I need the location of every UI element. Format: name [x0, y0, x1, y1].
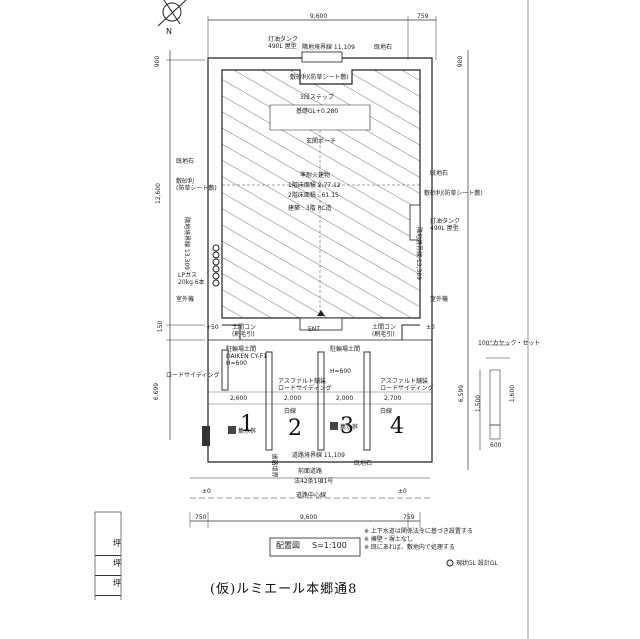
pm-bottom-left: ±0	[202, 488, 211, 495]
left-dimension-top: 900	[154, 55, 162, 68]
note-3: ※ 既にあれば、敷地内で処理する	[364, 544, 455, 551]
curb-left: ロードサイディング	[166, 372, 220, 379]
note-1: ※ 上下水道は関係法令に基づき設置する	[364, 528, 473, 535]
lpg-cylinders	[212, 244, 220, 287]
bottom-dimension-right: 759	[403, 514, 415, 521]
gl-legend: 現状GL 設計GL	[456, 560, 498, 567]
dim-row-1: 2,600	[230, 395, 248, 402]
bike-slab-right: 駐輪場土間	[330, 346, 361, 353]
top-dimension: 9,600	[310, 13, 328, 20]
top-dimension-right: 759	[417, 13, 429, 20]
gate-right-label: 土間コン (刷毛引)	[372, 324, 397, 338]
lpg-label: LPガス 20kg 6本	[178, 272, 205, 286]
lamp-tank-top: 灯油タンク 490L 屋型	[268, 36, 299, 50]
dim-row-2: 2,000	[284, 395, 302, 402]
handwritten-caption: (仮)ルミエール本郷通8	[210, 582, 358, 597]
stone-right: 既地石	[430, 170, 449, 177]
asphalt-right: アスファルト舗装 ロードサイディング	[380, 378, 434, 392]
stone-bottom: 既地石	[354, 460, 373, 467]
ent-label: ENT	[308, 326, 320, 333]
fence-height: H=600	[330, 368, 351, 375]
plus50-left: +50	[206, 324, 219, 331]
parking-space-2: 2	[288, 416, 302, 441]
outdoor-unit-left: 室外機	[176, 296, 195, 303]
parking-space-1: 1	[240, 412, 254, 437]
sand-left: 敷砂利 (防草シート敷)	[176, 178, 217, 192]
north-label: N	[166, 27, 172, 36]
side-note: 100°カヤック・セット	[478, 340, 541, 347]
left-dimension-low: 6,699	[153, 382, 161, 401]
entrance-mark: 玄関ポーチ	[306, 138, 337, 145]
bike-slab-left: 駐輪場土間 DAIKEN CY-F1 H=600	[226, 346, 267, 367]
pm-bottom-right: ±0	[398, 488, 407, 495]
road-center: 道路中心線	[296, 492, 327, 499]
drawing-title: 配置図	[276, 541, 300, 550]
floor-area-1: 1階床面積 2:77.12	[288, 182, 341, 189]
tsubo-cell-3: 坪	[95, 578, 121, 596]
boundary-bottom: 道路境界線 11,109	[292, 452, 345, 459]
step-label: 3段ステップ	[300, 94, 334, 101]
floor-area-title: 準耐火建物	[300, 172, 331, 179]
side-dim-2: 1,500	[475, 394, 483, 413]
note-2: ※ 擁壁・塀土なし	[364, 536, 413, 543]
gate-left-label: 土間コン (刷毛引)	[232, 324, 257, 338]
side-dim-1: 1,600	[509, 384, 517, 403]
tsubo-cell-2: 坪	[95, 558, 121, 576]
lamp-tank-right: 灯油タンク 490L 屋型	[430, 218, 461, 232]
asphalt-left: アスファルト舗装 ロードサイディング	[278, 378, 332, 392]
sand-top: 敷砂利(防草シート敷)	[290, 74, 349, 81]
stone-top-right: 既地石	[374, 44, 393, 51]
road-law: 法42条1項1号	[294, 478, 334, 485]
floor-area-2: 2階床面積 : 61.15	[288, 192, 339, 199]
left-dimension-small: 150	[157, 320, 165, 333]
parking-space-4: 4	[390, 414, 404, 439]
north-arrow-icon	[157, 0, 187, 27]
parking-space-3: 3	[340, 414, 354, 439]
tsubo-cell-1: 坪	[95, 538, 121, 556]
sand-right: 敷砂利(防草シート敷)	[424, 190, 483, 197]
drain-right: 集水桝	[340, 424, 359, 431]
stone-left: 既地石	[176, 158, 195, 165]
right-dimension-low: 6,599	[458, 384, 466, 403]
left-dimension-main: 12,600	[155, 183, 162, 204]
boundary-top: 隣地境界線 11,109	[302, 44, 355, 51]
outdoor-unit-right: 室外機	[430, 296, 449, 303]
drain-left: 集水桝	[238, 428, 257, 435]
bottom-dimension-left: 750	[195, 514, 207, 521]
road-side: 道路境界	[270, 453, 278, 478]
dim-row-3: 2,000	[336, 395, 354, 402]
white-line-1: 白線	[284, 408, 297, 415]
white-line-2: 白線	[380, 408, 393, 415]
road-name: 前面道路	[298, 468, 323, 475]
boundary-left: 隣地境界線 13,309	[182, 217, 190, 270]
pm-right: ±0	[426, 324, 435, 331]
floor-area-3: 建築 : 3階 RC造	[288, 205, 332, 212]
boundary-right: 隣地境界線 13,309	[414, 227, 422, 280]
right-dimension-top: 900	[457, 55, 465, 68]
bottom-dimension: 9,600	[300, 514, 318, 521]
drawing-scale: S=1:100	[312, 541, 347, 550]
dim-row-4: 2,700	[384, 395, 402, 402]
side-dim-3: 600	[490, 442, 502, 449]
slab-label: 基礎GL+0.280	[296, 108, 339, 115]
